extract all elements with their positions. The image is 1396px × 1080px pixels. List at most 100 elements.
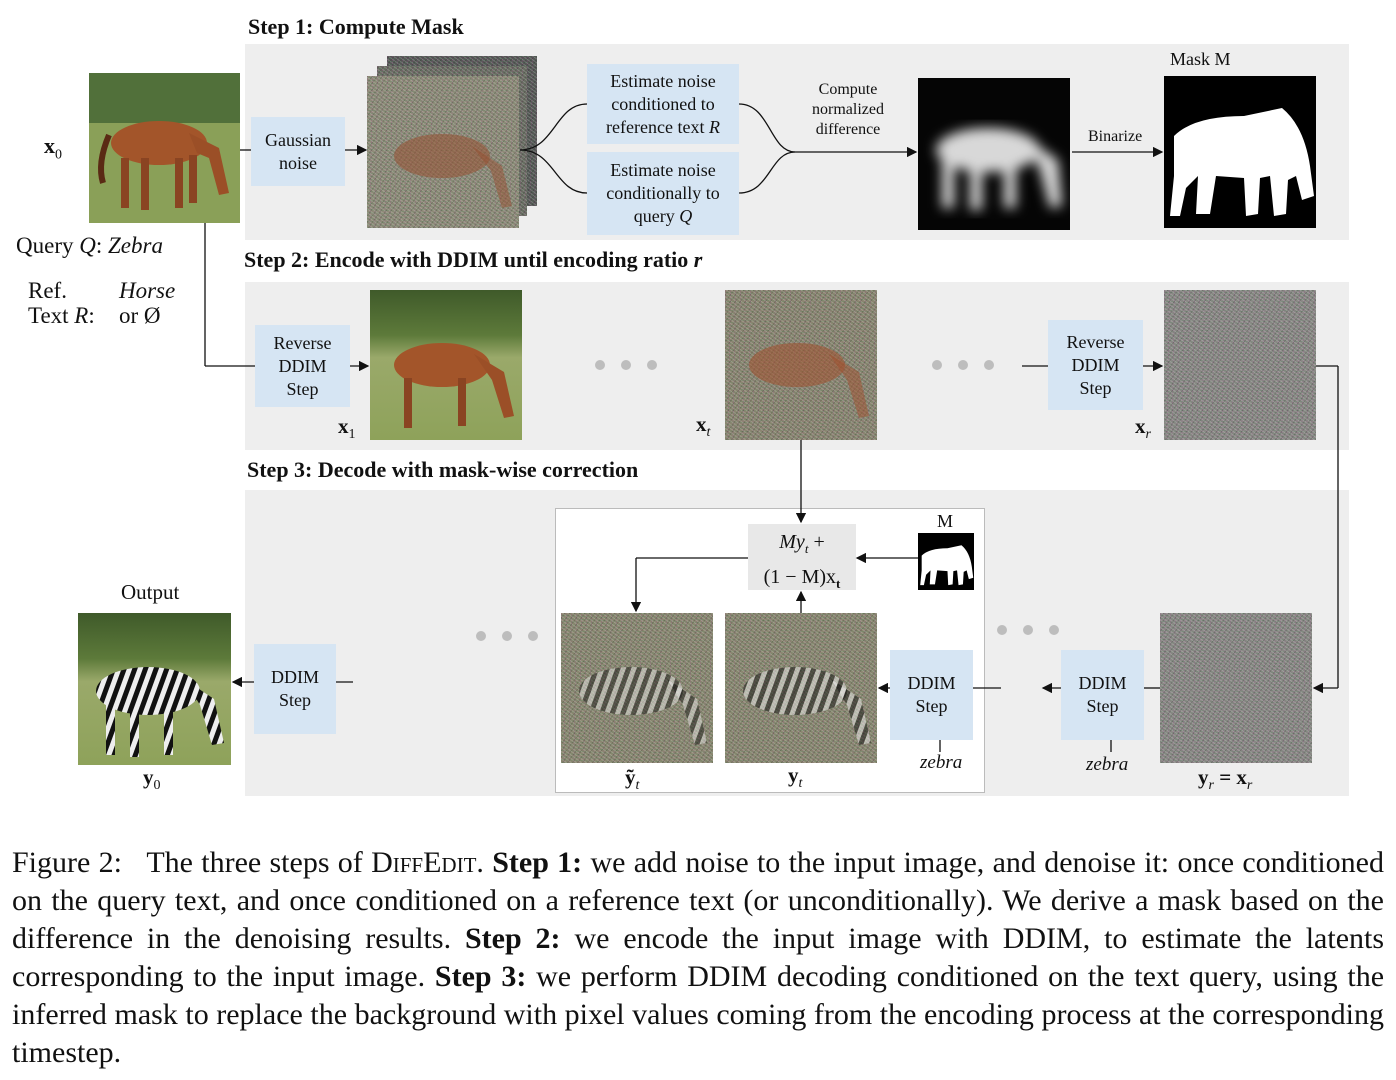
- rev1-line3: Step: [286, 378, 319, 399]
- estimate-query-box: Estimate noise conditionally to query Q: [587, 152, 739, 235]
- est-ref-var: R: [708, 116, 720, 137]
- rev2-line2: DDIM: [1071, 354, 1120, 375]
- xr-label: xr: [1135, 414, 1151, 443]
- x1-symbol: x: [338, 414, 349, 438]
- ytilde-zebra-graphic: [579, 667, 707, 745]
- caption-s3-head: Step 3:: [434, 960, 527, 993]
- correction-formula-box: Myt + (1 − M)xt: [748, 524, 856, 591]
- yr-sub: r: [1209, 778, 1214, 793]
- x0-symbol: x: [44, 133, 55, 158]
- est-ref-line3-wrap: reference text R: [606, 116, 720, 139]
- ref-value1: Horse: [119, 278, 175, 303]
- difference-map-image: [918, 78, 1070, 230]
- step3-title: Step 3: Decode with mask-wise correction: [247, 457, 639, 482]
- ytilde-sub: t: [636, 778, 640, 793]
- output-zebra-image: [78, 613, 231, 765]
- query-value: Zebra: [108, 233, 163, 258]
- y0-symbol: y: [143, 765, 154, 789]
- rev2-line1: Reverse: [1066, 331, 1125, 352]
- ytilde-sub-text: t: [635, 778, 640, 794]
- noisy-horse-image: [367, 76, 519, 228]
- binary-mask-graphic: [1170, 108, 1314, 216]
- zebra-label-1: zebra: [920, 752, 962, 774]
- yt-sub: t: [799, 776, 803, 791]
- reverse-ddim-box-2: Reverse DDIM Step: [1048, 320, 1143, 410]
- caption-s1-text: we add noise to the input image, and den…: [12, 846, 1385, 955]
- yr-label: yr = xr: [1198, 765, 1252, 794]
- caption-label: Figure 2:: [12, 846, 122, 879]
- yt-image: [725, 613, 877, 763]
- xr-sub: r: [1146, 427, 1151, 442]
- est-query-line1: Estimate noise: [610, 160, 716, 180]
- caption-s2-text: we encode the input image with DDIM, to …: [12, 922, 1385, 993]
- yr-eq-sub: r: [1247, 778, 1252, 793]
- ddim-step-box-inner: DDIM Step: [890, 650, 973, 740]
- xt-image: [725, 290, 877, 440]
- ddim-inner-line1: DDIM: [907, 673, 956, 693]
- x1-sub: 1: [348, 427, 356, 443]
- x0-sub: 0: [55, 147, 62, 163]
- ref-line2: Text: [28, 303, 69, 328]
- x0-label: x0: [44, 133, 62, 163]
- caption-s1-head: Step 1:: [492, 846, 583, 879]
- ref-value1-text: Horse: [119, 278, 176, 303]
- query-var: Q: [79, 233, 96, 258]
- noisy-horse-graphic: [394, 134, 512, 208]
- rev1-line1: Reverse: [273, 332, 332, 353]
- step2-ellipsis-2: [932, 360, 994, 370]
- step3-ellipsis-1: [476, 631, 538, 641]
- rev1-line2: DDIM: [278, 355, 327, 376]
- yr-sub-text: r: [1208, 778, 1214, 794]
- est-ref-line2: conditioned to: [611, 93, 715, 114]
- ddim-inner-line2: Step: [915, 696, 948, 716]
- ytilde-symbol: ỹ: [625, 765, 636, 789]
- yt-sub-text: t: [798, 776, 803, 792]
- xt-symbol: x: [696, 412, 707, 436]
- ref-line2-wrap: Text R:: [28, 303, 95, 328]
- formula-sub2: t: [836, 576, 841, 591]
- xt-sub: t: [707, 425, 711, 440]
- query-prefix: Query: [16, 233, 74, 258]
- ddim-out-line2: Step: [278, 690, 311, 710]
- zebra-label-1-text: zebra: [920, 752, 963, 773]
- mask-small-graphic: [920, 545, 974, 586]
- reverse-ddim-box-1: Reverse DDIM Step: [255, 325, 350, 407]
- step1-title: Step 1: Compute Mask: [248, 14, 464, 39]
- ytilde-label: ỹt: [625, 765, 639, 794]
- ytilde-image: [561, 613, 713, 763]
- compute-line2: normalized: [812, 101, 884, 118]
- yt-zebra-graphic: [743, 667, 871, 745]
- xr-image: [1164, 290, 1316, 440]
- x1-image: [370, 290, 522, 440]
- figure-caption: Figure 2: The three steps of DiffEdit. S…: [12, 846, 1385, 1069]
- ref-line1: Ref.: [28, 278, 67, 303]
- query-label: Query Q: Zebra: [16, 233, 163, 258]
- y0-label: y0: [143, 765, 161, 794]
- zebra-label-2: zebra: [1086, 754, 1128, 776]
- est-query-var: Q: [679, 206, 693, 226]
- step2-ellipsis-1: [595, 360, 657, 370]
- formula-line2: (1 − M)xt: [748, 563, 856, 598]
- gaussian-line2: noise: [279, 152, 317, 173]
- yr-symbol: y: [1198, 765, 1209, 789]
- caption-intro: The three steps of: [146, 846, 363, 879]
- formula-l2-text: (1 − M)x: [763, 566, 837, 588]
- x1-label: x1: [338, 414, 356, 443]
- difference-map-graphic: [936, 128, 1062, 210]
- y0-sub: 0: [153, 778, 161, 794]
- ddim-right-line1: DDIM: [1078, 673, 1127, 693]
- yt-symbol: y: [788, 763, 799, 787]
- mask-small-label: M: [937, 511, 954, 531]
- zebra-photo-graphic: [96, 667, 224, 757]
- xt-sub-text: t: [706, 425, 711, 441]
- estimate-ref-box: Estimate noise conditioned to reference …: [587, 64, 739, 144]
- compute-diff-label: Compute normalized difference: [800, 80, 896, 140]
- step2-title-text: Step 2: Encode with DDIM until encoding …: [244, 247, 689, 272]
- horse-photo-graphic: [89, 73, 240, 223]
- xr-symbol: x: [1135, 414, 1146, 438]
- caption-method: DiffEdit: [371, 846, 477, 879]
- ref-text-value: Horse or Ø: [119, 278, 175, 328]
- ddim-out-line1: DDIM: [271, 667, 319, 687]
- est-query-line2: conditionally to: [606, 183, 720, 203]
- est-query-line3-wrap: query Q: [606, 205, 719, 228]
